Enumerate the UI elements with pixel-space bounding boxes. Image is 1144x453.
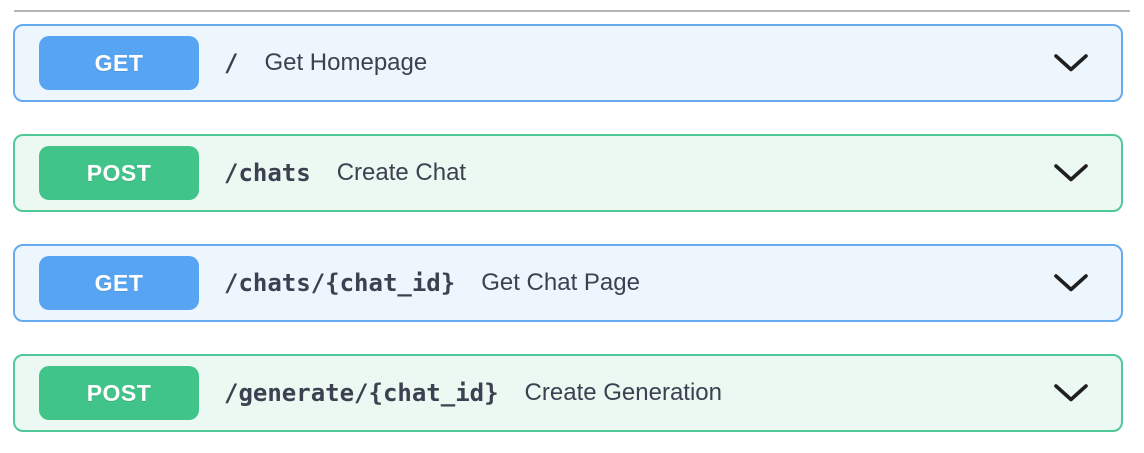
method-badge: POST [39,366,199,420]
method-badge: GET [39,256,199,310]
endpoint-summary: Get Chat Page [481,269,640,296]
endpoint-path: / [224,49,239,77]
endpoint-summary: Get Homepage [264,49,428,76]
method-badge: POST [39,146,199,200]
expand-button[interactable] [1049,379,1093,407]
endpoint-row-create-generation[interactable]: POST /generate/{chat_id} Create Generati… [13,354,1123,432]
endpoint-row-get-chat-page[interactable]: GET /chats/{chat_id} Get Chat Page [13,244,1123,322]
method-badge: GET [39,36,199,90]
endpoint-summary: Create Generation [524,379,722,406]
expand-button[interactable] [1049,159,1093,187]
chevron-down-icon [1054,384,1088,402]
endpoint-list: GET / Get Homepage POST /chats Create Ch… [0,12,1144,432]
chevron-down-icon [1054,274,1088,292]
endpoint-path: /chats [224,159,311,187]
endpoint-row-create-chat[interactable]: POST /chats Create Chat [13,134,1123,212]
expand-button[interactable] [1049,49,1093,77]
endpoint-row-get-homepage[interactable]: GET / Get Homepage [13,24,1123,102]
endpoint-path: /generate/{chat_id} [224,379,499,407]
section-divider [14,10,1130,12]
endpoint-summary: Create Chat [336,159,467,186]
chevron-down-icon [1054,164,1088,182]
expand-button[interactable] [1049,269,1093,297]
chevron-down-icon [1054,54,1088,72]
endpoint-path: /chats/{chat_id} [224,269,456,297]
